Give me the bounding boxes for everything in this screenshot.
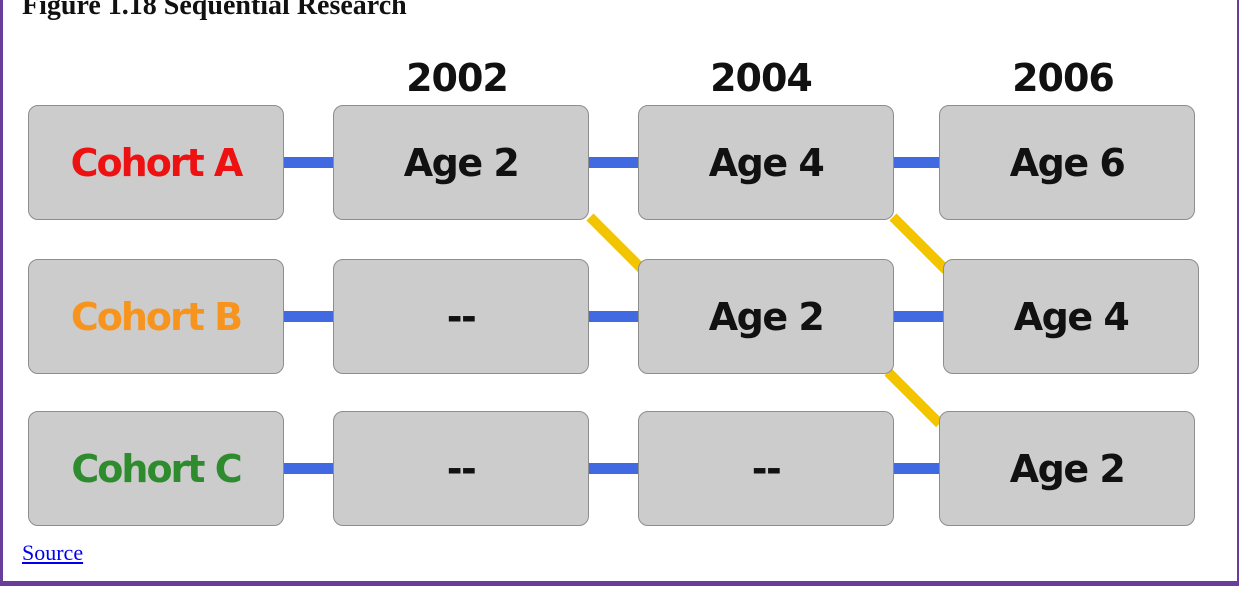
row-connector [894,463,942,474]
row-connector [284,157,336,168]
cell: -- [638,411,894,526]
same-age-connector [586,213,647,274]
cell: Age 2 [638,259,894,374]
cell: Age 4 [943,259,1199,374]
cohort-a-label: Cohort A [28,105,284,220]
row-connector [284,311,336,322]
cell: Age 2 [333,105,589,220]
row-connector [589,157,641,168]
cohort-c-label: Cohort C [28,411,284,526]
year-header: 2002 [406,56,509,100]
cell: Age 4 [638,105,894,220]
cell: Age 2 [939,411,1195,526]
same-age-connector [889,213,950,274]
figure-title: Figure 1.18 Sequential Research [22,0,407,21]
row-connector [894,157,942,168]
year-header: 2004 [710,56,813,100]
row-connector [284,463,336,474]
row-connector [589,311,641,322]
year-header: 2006 [1012,56,1115,100]
row-connector [589,463,641,474]
source-link[interactable]: Source [22,540,84,565]
cell: -- [333,259,589,374]
cell: Age 6 [939,105,1195,220]
cell: -- [333,411,589,526]
row-connector [894,311,946,322]
cohort-b-label: Cohort B [28,259,284,374]
